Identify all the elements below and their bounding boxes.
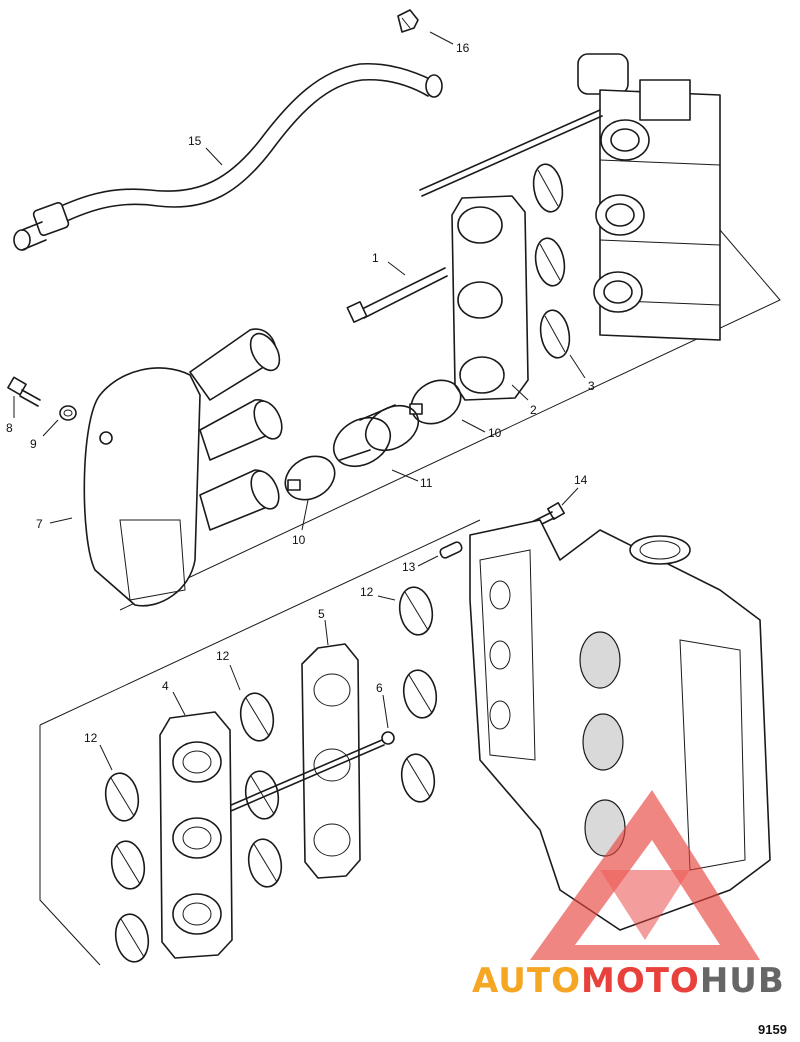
part-8-screw[interactable]	[7, 376, 41, 407]
callout-5: 5	[318, 607, 325, 621]
part-3-gaskets[interactable]	[530, 162, 573, 360]
callout-3: 3	[588, 379, 595, 393]
callout-15: 15	[188, 134, 202, 148]
throttle-body-assembly[interactable]	[419, 53, 721, 341]
callout-1: 1	[372, 251, 379, 265]
leader-lines	[13, 31, 586, 771]
callout-7: 7	[36, 517, 43, 531]
part-16-clamp[interactable]	[397, 9, 419, 33]
callout-10-upper: 10	[488, 426, 502, 440]
part-10-clamp-lower[interactable]	[277, 448, 342, 509]
callout-16: 16	[456, 41, 470, 55]
watermark-text-moto: MOTO	[581, 961, 700, 1001]
watermark-logo	[530, 790, 760, 960]
callout-6: 6	[376, 681, 383, 695]
watermark-text-hub: HUB	[700, 961, 785, 1001]
callout-12-right: 12	[360, 585, 374, 599]
part-9-grommet[interactable]	[59, 405, 77, 421]
part-13-dowel-pin[interactable]	[439, 541, 463, 559]
callout-12-middle: 12	[216, 649, 230, 663]
part-5-gasket-plate[interactable]	[301, 643, 361, 879]
callout-9: 9	[30, 437, 37, 451]
part-12-gaskets-right[interactable]	[396, 585, 440, 805]
watermark-triangle-icon	[530, 790, 760, 960]
watermark-text-auto: AUTO	[472, 961, 581, 1001]
callout-12-left: 12	[84, 731, 98, 745]
part-12-gaskets-left[interactable]	[102, 771, 152, 965]
part-1-bolt[interactable]	[346, 267, 448, 324]
part-15-tube[interactable]	[13, 62, 443, 251]
callout-labels: 1 2 3 4 5 6 7 8 9 10 10 11 12 12 12 13 1…	[6, 41, 595, 745]
part-6-bolt[interactable]	[207, 731, 395, 821]
part-11-coupler-sleeve[interactable]	[325, 397, 426, 476]
part-7-intake-silencer[interactable]	[83, 328, 287, 607]
callout-13: 13	[402, 560, 416, 574]
callout-2: 2	[530, 403, 537, 417]
part-4-adapter-plate[interactable]	[159, 711, 233, 959]
callout-10-lower: 10	[292, 533, 306, 547]
watermark-text: AUTOMOTOHUB	[472, 961, 785, 1001]
callout-14: 14	[574, 473, 588, 487]
part-12-gaskets-middle[interactable]	[237, 691, 285, 890]
part-2-adapter-plate[interactable]	[451, 195, 529, 401]
callout-8: 8	[6, 421, 13, 435]
callout-11: 11	[420, 476, 433, 490]
callout-4: 4	[162, 679, 169, 693]
diagram-reference-number: 9159	[758, 1022, 787, 1037]
panel-frame	[39, 229, 781, 966]
